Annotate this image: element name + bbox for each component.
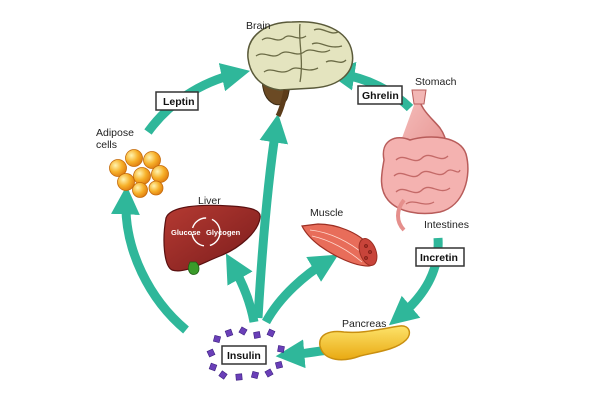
brain-illustration [247, 21, 354, 118]
arrow-insulin-to-muscle [262, 254, 339, 325]
arrow-insulin-to-liver [225, 253, 259, 323]
incretin-label: Incretin [420, 252, 458, 264]
adipose-cells-illustration [109, 149, 169, 198]
adipose-label-line1: Adipose [96, 127, 134, 139]
incretin-box: Incretin [415, 247, 465, 267]
stomach-intestines-illustration [380, 89, 469, 232]
muscle-illustration [301, 223, 378, 267]
insulin-box: Insulin [221, 345, 267, 365]
insulin-label: Insulin [227, 350, 261, 362]
pancreas-label: Pancreas [342, 318, 386, 330]
pancreas-illustration [319, 325, 411, 361]
liver-label: Liver [198, 195, 221, 207]
liver-glycogen-label: Glycogen [206, 228, 241, 237]
intestines-label: Intestines [424, 219, 469, 231]
leptin-box: Leptin [155, 91, 199, 111]
arrow-insulin-to-brain [253, 113, 289, 319]
adipose-label-line2: cells [96, 139, 117, 151]
ghrelin-label: Ghrelin [362, 90, 399, 102]
brain-label: Brain [246, 20, 271, 32]
ghrelin-box: Ghrelin [357, 85, 403, 105]
liver-glucose-label: Glucose [171, 228, 201, 237]
stomach-label: Stomach [415, 76, 457, 88]
arrow-insulin-to-adipose [111, 185, 189, 334]
leptin-label: Leptin [163, 96, 195, 108]
muscle-label: Muscle [310, 207, 343, 219]
insulin-molecules [206, 326, 285, 381]
liver-illustration: Glucose Glycogen [163, 204, 261, 275]
